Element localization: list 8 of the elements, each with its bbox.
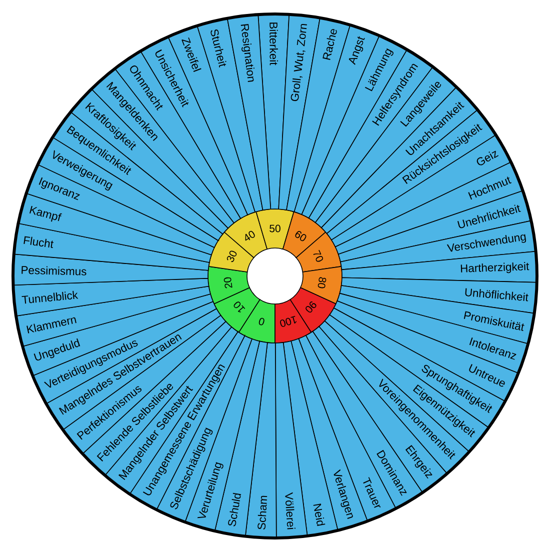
wheel-sector: Groll, Wut, Zorn xyxy=(278,14,320,210)
ring-segment: 10 xyxy=(214,287,260,333)
wheel-sector: Pessimismus xyxy=(12,254,209,286)
wheel-sector: Hartherzigkeit xyxy=(341,250,538,283)
wheel-sector: Scham xyxy=(244,342,277,538)
wheel-sector: Tunnelblick xyxy=(12,278,210,316)
wheel-sector: Völlerei xyxy=(274,342,308,538)
ring-segment: 50 xyxy=(256,208,294,250)
